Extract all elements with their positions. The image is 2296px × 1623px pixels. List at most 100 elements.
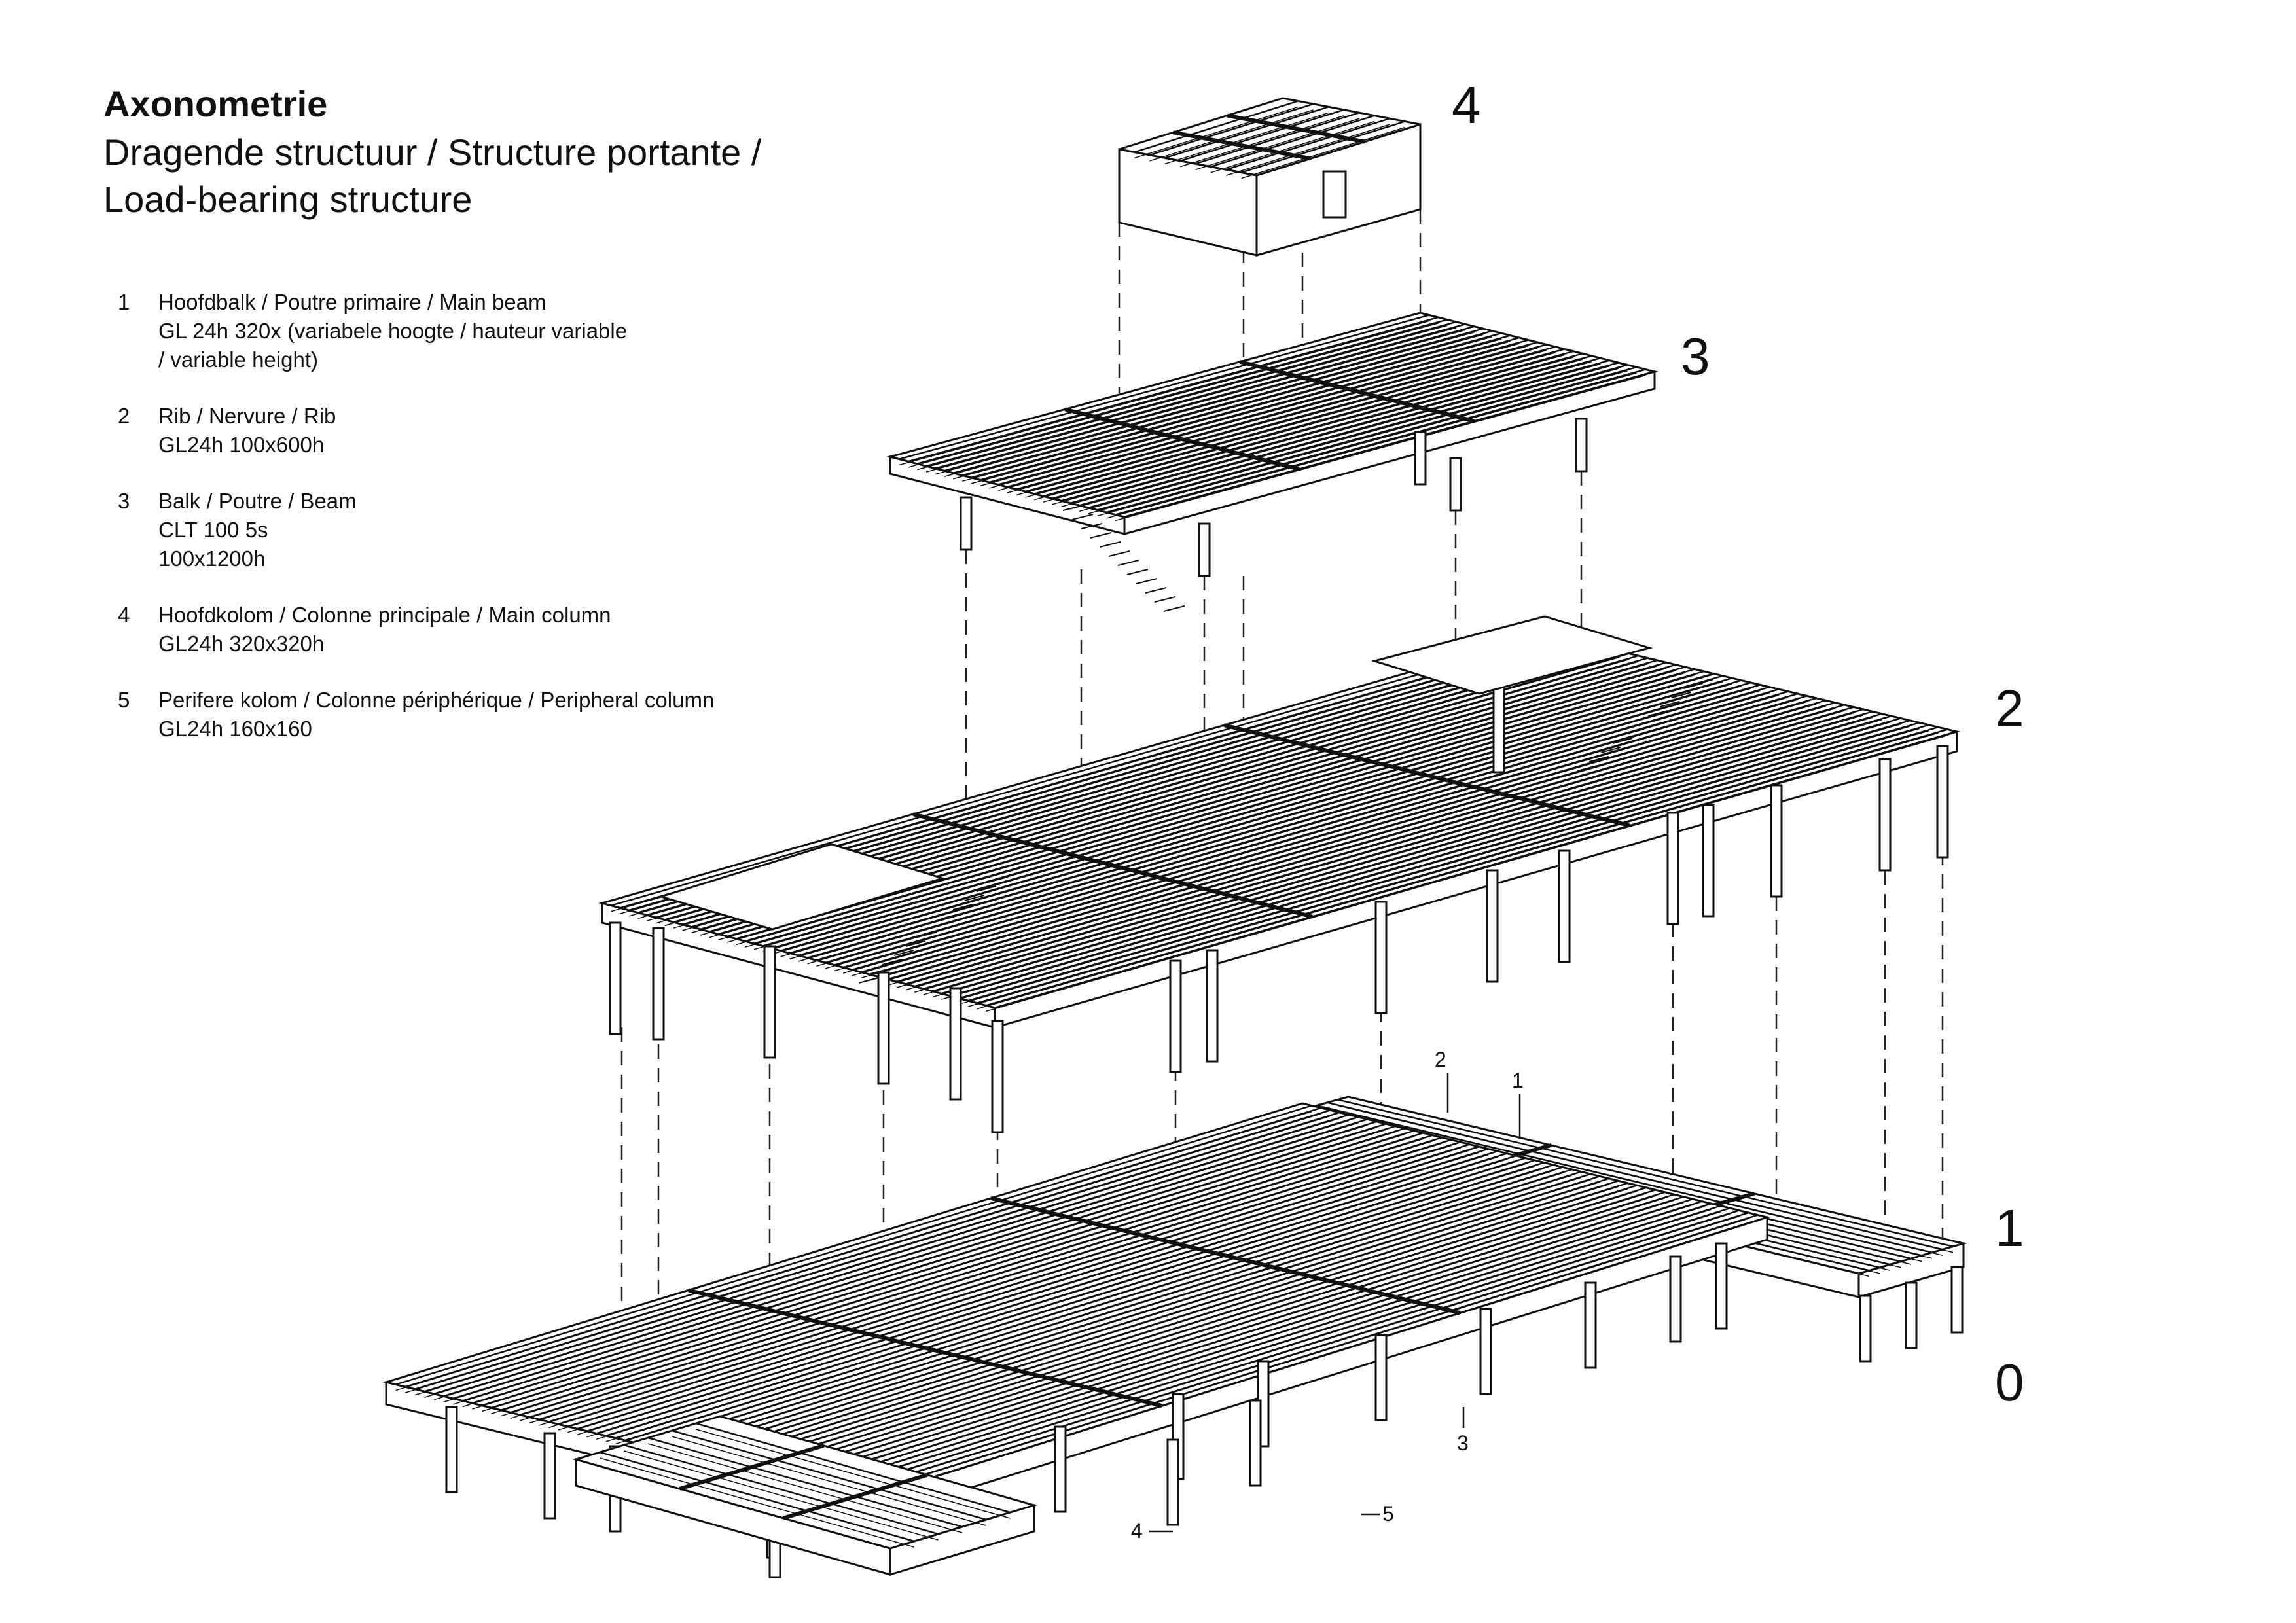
floor-2-rib bbox=[762, 673, 1714, 947]
floor-0-main-beam bbox=[688, 1288, 1163, 1408]
floor-4-door bbox=[1322, 170, 1347, 219]
floor-0-rib bbox=[682, 1173, 1591, 1455]
floor-3-stair-step bbox=[1154, 596, 1176, 603]
floor-3-rib bbox=[1106, 372, 1637, 519]
floor-0-rib bbox=[797, 1200, 1702, 1484]
legend-text: Balk / Poutre / Beam bbox=[158, 489, 357, 513]
floor-2-main-beam bbox=[1223, 723, 1630, 828]
floor-4-structure bbox=[1118, 97, 1422, 257]
floor-0-rib bbox=[472, 1123, 1387, 1404]
floor-2-rib bbox=[744, 674, 1695, 948]
floor-2-column bbox=[763, 945, 776, 1059]
floor-2-stair-step bbox=[1624, 728, 1645, 735]
floor-2-rib bbox=[789, 685, 1742, 960]
floor-2-column bbox=[949, 987, 962, 1101]
legend-number: 3 bbox=[118, 489, 130, 513]
floor-2-stair-step bbox=[1695, 673, 1715, 680]
floor-2-stair-step bbox=[976, 885, 997, 892]
floor-3-rib bbox=[1033, 348, 1565, 495]
legend-text: Rib / Nervure / Rib bbox=[158, 404, 336, 428]
floor-0-rib bbox=[825, 1207, 1731, 1490]
floor-3-rib bbox=[908, 316, 1439, 463]
floor-0-column bbox=[1249, 1399, 1262, 1487]
floor-2-rib bbox=[932, 715, 1892, 992]
floor-2-stair-step bbox=[858, 977, 879, 984]
floor-0-rib bbox=[691, 1175, 1600, 1458]
floor-2-column bbox=[877, 971, 890, 1085]
floor-0-column bbox=[543, 1432, 556, 1520]
floor-0-front-rib bbox=[600, 1451, 915, 1543]
floor-2-stair-step bbox=[893, 950, 914, 956]
floor-0-front-rib bbox=[624, 1450, 939, 1541]
floor-3-main-beam bbox=[1239, 359, 1475, 423]
floor-0-rib bbox=[759, 1191, 1666, 1474]
floor-0-rib bbox=[433, 1114, 1350, 1395]
floor-3-column bbox=[1449, 457, 1462, 512]
floor-3-column bbox=[960, 496, 973, 551]
floor-3-rib bbox=[944, 332, 1475, 477]
floor-0-rib bbox=[653, 1166, 1563, 1448]
floor-3-rib bbox=[935, 329, 1466, 475]
floor-2-rib bbox=[914, 717, 1873, 993]
floor-0-rib bbox=[634, 1162, 1545, 1444]
floor-3-rib bbox=[1034, 354, 1565, 501]
floor-2-rib bbox=[842, 699, 1798, 974]
floor-2-column bbox=[652, 927, 665, 1041]
floor-3-rib bbox=[953, 334, 1484, 480]
floor-0-front-rib bbox=[647, 1436, 963, 1528]
floor-3-rib bbox=[899, 314, 1430, 460]
floor-0-structure bbox=[382, 1096, 1967, 1578]
floor-3-rib bbox=[961, 336, 1493, 482]
floor-0-rib bbox=[443, 1116, 1359, 1397]
floor-2-rib bbox=[762, 679, 1713, 953]
floor-2-stair-step bbox=[1659, 701, 1680, 707]
floor-2-column bbox=[1878, 758, 1892, 872]
drawing-subtitle-line-1: Dragende structuur / Structure portante … bbox=[103, 132, 762, 173]
floor-4-rib bbox=[1226, 124, 1390, 176]
floor-4-main-beam bbox=[1227, 113, 1365, 144]
floor-3-column bbox=[1414, 431, 1427, 486]
floor-0-rib bbox=[624, 1159, 1535, 1442]
floor-2-column bbox=[1558, 849, 1571, 963]
floor-0-rib bbox=[500, 1130, 1414, 1411]
floor-2-rib bbox=[816, 692, 1770, 967]
floor-2-rib bbox=[878, 707, 1836, 984]
floor-2-column bbox=[1666, 812, 1679, 925]
floor-0-rib bbox=[854, 1220, 1759, 1503]
floor-0-rib bbox=[643, 1164, 1554, 1446]
floor-3-rib bbox=[1088, 361, 1619, 509]
floor-3-rib bbox=[1025, 352, 1556, 498]
floor-2-rib bbox=[905, 715, 1864, 991]
floor-2-rib bbox=[888, 710, 1845, 986]
floor-0-rib bbox=[586, 1150, 1498, 1432]
floor-2-rib bbox=[914, 711, 1873, 988]
floor-0-rib bbox=[720, 1182, 1628, 1465]
floor-3-rib bbox=[925, 321, 1457, 467]
floor-0-rib bbox=[529, 1137, 1443, 1418]
drawing-subtitle-line-2: Load-bearing structure bbox=[103, 179, 473, 220]
floor-3-rib bbox=[1097, 364, 1628, 511]
floor-0-rib bbox=[730, 1185, 1638, 1467]
floor-0-column bbox=[445, 1406, 458, 1493]
floor-3-rib bbox=[1061, 355, 1592, 502]
floor-3-rib bbox=[1079, 365, 1610, 512]
floor-2-stair-step bbox=[1565, 774, 1586, 781]
floor-2-column bbox=[609, 921, 622, 1035]
floor-0-rib bbox=[711, 1180, 1619, 1463]
floor-3-rib bbox=[1025, 346, 1556, 493]
floor-3-rib bbox=[989, 343, 1520, 489]
floor-0-rib bbox=[701, 1177, 1609, 1460]
floor-2-stair-step bbox=[1600, 747, 1621, 753]
floor-2-rib bbox=[923, 719, 1882, 995]
floor-4-rib bbox=[1241, 126, 1405, 179]
legend-text: 100x1200h bbox=[158, 546, 266, 571]
floor-0-rib bbox=[558, 1143, 1470, 1425]
floor-3-rib bbox=[980, 340, 1511, 487]
floor-2-rib bbox=[888, 704, 1845, 980]
floor-4-rib bbox=[1164, 112, 1329, 165]
floor-3-stair-step bbox=[1108, 550, 1130, 557]
floor-0-rib bbox=[778, 1196, 1684, 1479]
floor-3-rib bbox=[925, 327, 1457, 473]
legend-text: / variable height) bbox=[158, 348, 318, 372]
floor-3-rib bbox=[1070, 357, 1601, 504]
